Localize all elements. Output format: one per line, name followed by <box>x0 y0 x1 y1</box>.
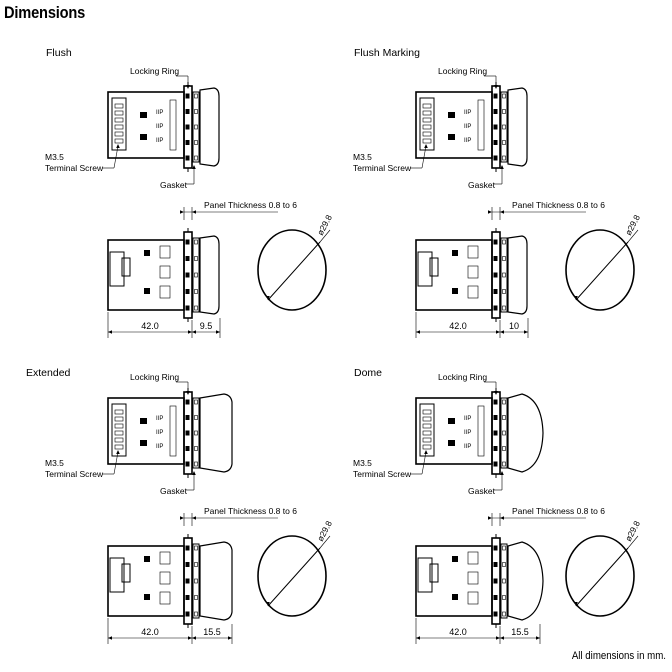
button-cap <box>199 87 220 167</box>
cutout-circle <box>565 229 635 311</box>
diameter-label: ø29.8 <box>623 213 642 237</box>
terminal-screw-label: M3.5 <box>45 458 64 468</box>
terminal-screw-label: M3.5 <box>353 458 372 468</box>
cap-length-dimension: 10 <box>509 321 519 331</box>
button-cap <box>507 541 544 621</box>
panel-thickness-label: Panel Thickness 0.8 to 6 <box>204 200 297 210</box>
button-cap <box>199 541 233 621</box>
terminal-marking: IIP <box>464 124 471 130</box>
terminal-marking: IIP <box>156 138 163 144</box>
mount-view: Panel Thickness 0.8 to 6 42.0 9.5 <box>107 200 297 338</box>
terminal-marking: IIP <box>464 430 471 436</box>
button-cap <box>507 87 528 167</box>
terminal-marking: IIP <box>464 416 471 422</box>
mount-view: Panel Thickness 0.8 to 6 42.0 15.5 <box>415 506 605 644</box>
cap-length-dimension: 15.5 <box>511 627 529 637</box>
locking-ring-label: Locking Ring <box>130 372 179 382</box>
terminal-marking: IIP <box>156 444 163 450</box>
terminal-marking: IIP <box>156 124 163 130</box>
terminal-marking: IIP <box>464 444 471 450</box>
body-length-dimension: 42.0 <box>449 627 467 637</box>
mount-view: Panel Thickness 0.8 to 6 42.0 15.5 <box>107 506 297 644</box>
panel-thickness-label: Panel Thickness 0.8 to 6 <box>204 506 297 516</box>
panel-cutout: ø29.8 <box>257 213 334 311</box>
terminal-screw-label: Terminal Screw <box>45 469 104 479</box>
page-title: Dimensions <box>4 3 86 22</box>
cap-length-dimension: 15.5 <box>203 627 221 637</box>
diameter-label: ø29.8 <box>623 519 642 543</box>
panel-cutout: ø29.8 <box>565 519 642 617</box>
units-footnote: All dimensions in mm. <box>571 650 666 662</box>
terminal-marking: IIP <box>464 110 471 116</box>
panel-cutout: ø29.8 <box>565 213 642 311</box>
button-cap <box>507 235 528 315</box>
terminal-screw-label: M3.5 <box>353 152 372 162</box>
terminal-marking: IIP <box>156 110 163 116</box>
cutout-circle <box>257 229 327 311</box>
gasket-label: Gasket <box>468 486 496 496</box>
diameter-label: ø29.8 <box>315 213 334 237</box>
variant-title: Flush Marking <box>354 47 420 59</box>
locking-ring-label: Locking Ring <box>438 66 487 76</box>
locking-ring-label: Locking Ring <box>438 372 487 382</box>
diameter-label: ø29.8 <box>315 519 334 543</box>
panel-thickness-label: Panel Thickness 0.8 to 6 <box>512 200 605 210</box>
terminal-screw-label: M3.5 <box>45 152 64 162</box>
terminal-screw-label: Terminal Screw <box>353 469 412 479</box>
terminal-marking: IIP <box>156 416 163 422</box>
button-cap <box>199 235 220 315</box>
variant-title: Extended <box>26 367 71 379</box>
terminal-screw-label: Terminal Screw <box>45 163 104 173</box>
panel-cutout: ø29.8 <box>257 519 334 617</box>
variant-title: Flush <box>46 47 72 59</box>
gasket-label: Gasket <box>160 180 188 190</box>
body-length-dimension: 42.0 <box>141 321 159 331</box>
terminal-marking: IIP <box>464 138 471 144</box>
gasket-label: Gasket <box>160 486 188 496</box>
terminal-screw-label: Terminal Screw <box>353 163 412 173</box>
mount-view: Panel Thickness 0.8 to 6 42.0 10 <box>415 200 605 338</box>
cutout-circle <box>257 535 327 617</box>
panel-thickness-label: Panel Thickness 0.8 to 6 <box>512 506 605 516</box>
body-length-dimension: 42.0 <box>141 627 159 637</box>
variant-title: Dome <box>354 367 382 379</box>
cap-length-dimension: 9.5 <box>200 321 213 331</box>
locking-ring-label: Locking Ring <box>130 66 179 76</box>
button-cap <box>507 393 544 473</box>
gasket-label: Gasket <box>468 180 496 190</box>
terminal-marking: IIP <box>156 430 163 436</box>
button-cap <box>199 393 233 473</box>
body-length-dimension: 42.0 <box>449 321 467 331</box>
cutout-circle <box>565 535 635 617</box>
